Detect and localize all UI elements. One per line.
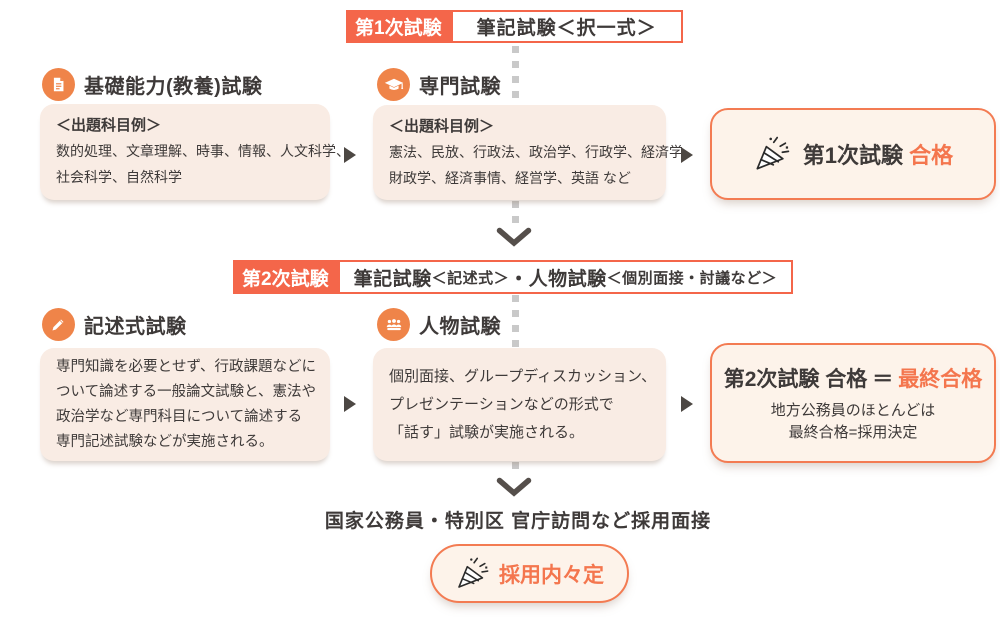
written-line: 専門知識を必要とせず、行政課題などに (56, 358, 316, 375)
specialized-section-header: 専門試験 (377, 68, 501, 101)
pencil-icon (42, 308, 75, 341)
people-icon (377, 308, 410, 341)
stage1-header: 第1次試験 筆記試験＜択一式＞ (346, 10, 683, 43)
interview-section-header: 人物試験 (377, 308, 501, 341)
stage2-title-part: 人物試験 (528, 268, 607, 290)
interview-line: プレゼンテーションなどの形式で (389, 395, 614, 413)
subjects-line: 数的処理、文章理解、時事、情報、人文科学、 (56, 143, 350, 159)
job-offer-label: 採用内々定 (499, 563, 604, 587)
document-icon (42, 68, 75, 101)
stage2-result-text: 第2次試験 合格＝最終合格 (724, 363, 983, 393)
interview-panel: 個別面接、グループディスカッション、 プレゼンテーションなどの形式で 「話す」試… (373, 348, 666, 461)
dotted-connector (512, 462, 519, 478)
arrow-right-icon (681, 147, 693, 163)
equals-sign: ＝ (872, 367, 894, 391)
basic-ability-section-header: 基礎能力(教養)試験 (42, 68, 262, 101)
dotted-connector (512, 295, 519, 347)
subjects-line: 憲法、民放、行政法、政治学、行政学、経済学、 (389, 144, 697, 160)
note-line: 地方公務員のほとんどは (770, 401, 936, 419)
stage1-result-highlight: 合格 (909, 143, 954, 168)
written-panel: 専門知識を必要とせず、行政課題などに ついて論述する一般論文試験と、憲法や 政治… (40, 348, 330, 461)
basic-ability-title: 基礎能力(教養)試験 (84, 76, 263, 98)
stage2-title-part: ＜個別面接・討議など＞ (606, 269, 778, 287)
stage2-title-part: 筆記試験 (353, 268, 432, 290)
written-line: ついて論述する一般論文試験と、憲法や (56, 383, 316, 400)
subjects-label: ＜出題科目例＞ (56, 117, 162, 134)
arrow-right-icon (681, 396, 693, 412)
stage2-title-part: ・ (509, 268, 529, 290)
interview-line: 「話す」試験が実施される。 (389, 423, 585, 441)
final-interview-note: 国家公務員・特別区 官庁訪問など採用面接 (324, 511, 712, 532)
arrow-right-icon (344, 396, 356, 412)
stage1-result-text: 第1次試験 合格 (803, 138, 953, 170)
stage1-pass-card: 第1次試験 合格 (710, 108, 996, 200)
job-offer-card: 採用内々定 (430, 544, 629, 603)
dotted-connector (512, 201, 519, 225)
chevron-down-icon (492, 224, 536, 251)
specialized-title: 専門試験 (419, 76, 501, 98)
interview-line: 個別面接、グループディスカッション、 (389, 367, 657, 385)
stage1-badge: 第1次試験 (346, 10, 451, 43)
stage2-title: 筆記試験＜記述式＞ ・ 人物試験＜個別面接・討議など＞ (337, 260, 794, 294)
subjects-line: 社会科学、自然科学 (56, 169, 182, 185)
stage2-result-note: 地方公務員のほとんどは 最終合格=採用決定 (771, 400, 936, 444)
specialized-panel: ＜出題科目例＞ 憲法、民放、行政法、政治学、行政学、経済学、 財政学、経済事情、… (373, 105, 697, 200)
dotted-connector (512, 46, 519, 104)
party-popper-icon (756, 136, 790, 170)
basic-ability-panel: ＜出題科目例＞ 数的処理、文章理解、時事、情報、人文科学、 社会科学、自然科学 (40, 104, 350, 200)
graduation-cap-icon (377, 68, 410, 101)
stage1-title: 筆記試験＜択一式＞ (450, 10, 683, 43)
written-section-header: 記述式試験 (42, 308, 187, 341)
stage2-badge: 第2次試験 (233, 260, 338, 294)
written-line: 専門記述試験などが実施される。 (56, 433, 274, 450)
stage2-result-highlight: 最終合格 (898, 367, 983, 391)
interview-title: 人物試験 (419, 316, 501, 338)
subjects-line: 財政学、経済事情、経営学、英語 など (389, 170, 631, 186)
stage2-result-name: 第2次試験 合格 (723, 367, 868, 391)
stage1-result-name: 第1次試験 (802, 143, 904, 168)
stage2-header: 第2次試験 筆記試験＜記述式＞ ・ 人物試験＜個別面接・討議など＞ (233, 260, 794, 294)
written-line: 政治学など専門科目について論述する (56, 408, 303, 425)
subjects-label: ＜出題科目例＞ (389, 118, 495, 135)
stage2-pass-card: 第2次試験 合格＝最終合格 地方公務員のほとんどは 最終合格=採用決定 (710, 343, 996, 463)
written-title: 記述式試験 (84, 316, 187, 338)
party-popper-icon (458, 557, 489, 588)
stage2-title-part: ＜記述式＞ (431, 269, 510, 287)
chevron-down-icon (492, 474, 536, 501)
arrow-right-icon (344, 147, 356, 163)
note-line: 最終合格=採用決定 (788, 423, 918, 441)
